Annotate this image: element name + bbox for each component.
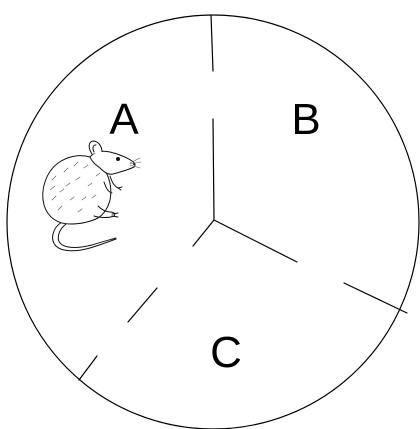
wall-ac-middle xyxy=(128,288,157,322)
wall-ac-inner xyxy=(193,220,214,246)
wall-bc-inner xyxy=(214,220,297,262)
rat-icon xyxy=(43,141,141,251)
chamber-b-label: B xyxy=(291,95,320,144)
wall-ab-inner xyxy=(213,119,214,220)
wall-ac-outer xyxy=(79,356,97,380)
wall-ab-outer xyxy=(211,15,213,71)
chamber-a-label: A xyxy=(109,95,139,144)
wall-bc-outer xyxy=(344,283,407,313)
chamber-c-label: C xyxy=(210,328,242,377)
